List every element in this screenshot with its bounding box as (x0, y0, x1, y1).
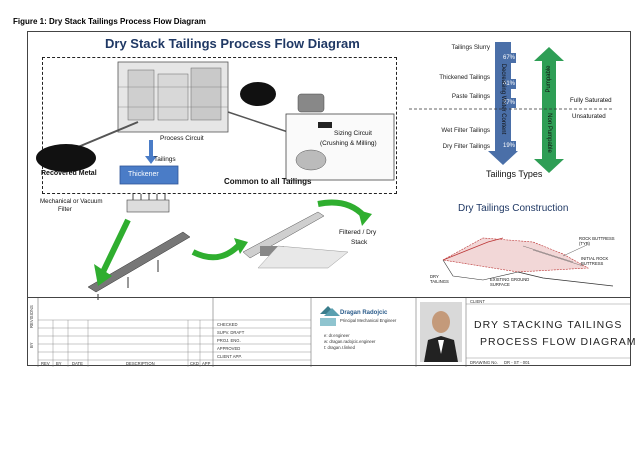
to-conveyor-arrow (94, 264, 112, 286)
common-to-all-label: Common to all Tailings (224, 177, 312, 186)
sizing-circuit-box (285, 113, 395, 181)
by-label: BY (29, 342, 34, 348)
approval-row: CHECKED (217, 322, 238, 327)
process-plant-icon (77, 61, 319, 148)
initial-rock-buttress-label: INITIAL ROCK BUTTRESS (581, 256, 609, 266)
filter-label-2: Filter (58, 206, 72, 213)
approval-row: APPROVED (217, 346, 241, 351)
drawing-title-line-1: DRY STACKING TAILINGS (474, 319, 623, 331)
to-stack-arrow-2 (358, 210, 372, 226)
diagram-title: Dry Stack Tailings Process Flow Diagram (105, 36, 360, 51)
decreasing-water-label: Decreasing Water Content (500, 63, 506, 135)
drawing-sheet: Dry Stack Tailings Process Flow Diagram (27, 31, 636, 367)
to-stack-arrow-1 (234, 238, 248, 254)
water-pct-badge: 27% (502, 98, 516, 108)
recovered-metal-pile (36, 144, 96, 172)
process-illustration (36, 61, 395, 300)
dry-tailings-label: DRY TAILINGS (430, 274, 449, 284)
revisions-label: REVISIONS (29, 305, 34, 328)
water-pct-badge: 67% (502, 53, 516, 63)
sizing-circuit-sublabel: (Crushing & Milling) (320, 140, 377, 147)
drawing-number: DR - ST - 001 (504, 360, 530, 365)
company-name: Dragan Radojcic (340, 310, 388, 316)
tailings-types-graphic (409, 42, 614, 173)
approval-row: PROJ. ENG. (217, 338, 241, 343)
tailings-row-label: Dry Filter Tailings (442, 143, 490, 150)
filter-icon (126, 194, 170, 213)
footer-col: DATE (72, 361, 83, 366)
stacker-icon (242, 211, 349, 269)
tailings-row-label: Tailings Slurry (451, 44, 490, 51)
tailings-row-label: Thickened Tailings (439, 74, 490, 81)
footer-col: REV (41, 361, 50, 366)
recovered-metal-label: Recovered Metal (41, 170, 97, 177)
pumpable-arrow-up (534, 47, 564, 61)
tailings-types-panel: Tailings Slurry Thickened Tailings Paste… (404, 37, 618, 182)
tailings-label: Tailings (154, 156, 176, 163)
title-block-grid (37, 298, 630, 367)
existing-ground-label: EXISTING GROUND SURFACE (490, 277, 530, 287)
footer-col: BY (56, 361, 62, 366)
non-pumpable-label: Non Pumpable (546, 113, 552, 153)
tailings-row-label: Wet Filter Tailings (441, 127, 490, 134)
contact-line: e: dr.engineer (324, 333, 350, 338)
construction-title: Dry Tailings Construction (458, 203, 569, 214)
figure-caption: Figure 1: Dry Stack Tailings Process Flo… (13, 17, 206, 26)
unsaturated-label: Unsaturated (572, 113, 606, 120)
company-subtitle: Principal Mechanical Engineer (340, 318, 397, 323)
process-circuit-label: Process Circuit (160, 135, 204, 142)
common-region-box (42, 57, 397, 194)
stack-label-2: Stack (351, 239, 368, 246)
water-pct-badge: 19% (502, 141, 516, 151)
title-block: REVISIONS BY CHECKED SUPV. DRAFT PROJ. E… (28, 297, 636, 367)
footer-col: CKD (190, 361, 199, 366)
tailings-types-title: Tailings Types (486, 169, 543, 179)
approval-row: SUPV. DRAFT (217, 330, 245, 335)
company-logo-icon (320, 306, 340, 326)
water-pct-badge: 41% (502, 79, 516, 89)
stack-label-1: Filtered / Dry (339, 229, 377, 236)
footer-col: DESCRIPTION (126, 361, 155, 366)
decreasing-water-arrow (488, 151, 518, 165)
fully-saturated-label: Fully Saturated (570, 97, 612, 104)
approval-row: CLIENT APP. (217, 354, 242, 359)
filter-label-1: Mechanical or Vacuum (40, 198, 103, 205)
sizing-circuit-label: Sizing Circuit (334, 130, 372, 137)
thickener-label: Thickener (128, 171, 159, 178)
footer-col: APP (202, 361, 211, 366)
contact-line: t: dragan.r.linked (324, 345, 355, 350)
drawing-title-line-2: PROCESS FLOW DIAGRAM (480, 336, 637, 348)
portrait-photo (420, 302, 462, 362)
drawing-number-label: DRAWING No. (470, 360, 498, 365)
tailings-row-label: Paste Tailings (451, 93, 490, 100)
client-label: CLIENT (470, 299, 485, 304)
thickener-box (119, 165, 179, 185)
construction-section (442, 237, 614, 287)
tailings-arrow (145, 156, 157, 164)
pumpable-arrow-down (534, 159, 564, 173)
rock-buttress-label: ROCK BUTTRESS (TYP) (579, 236, 615, 246)
contact-line: w: dragan.radojcic.engineer (324, 339, 376, 344)
pumpable-label: Pumpable (546, 65, 552, 93)
crusher-icon (295, 93, 332, 171)
